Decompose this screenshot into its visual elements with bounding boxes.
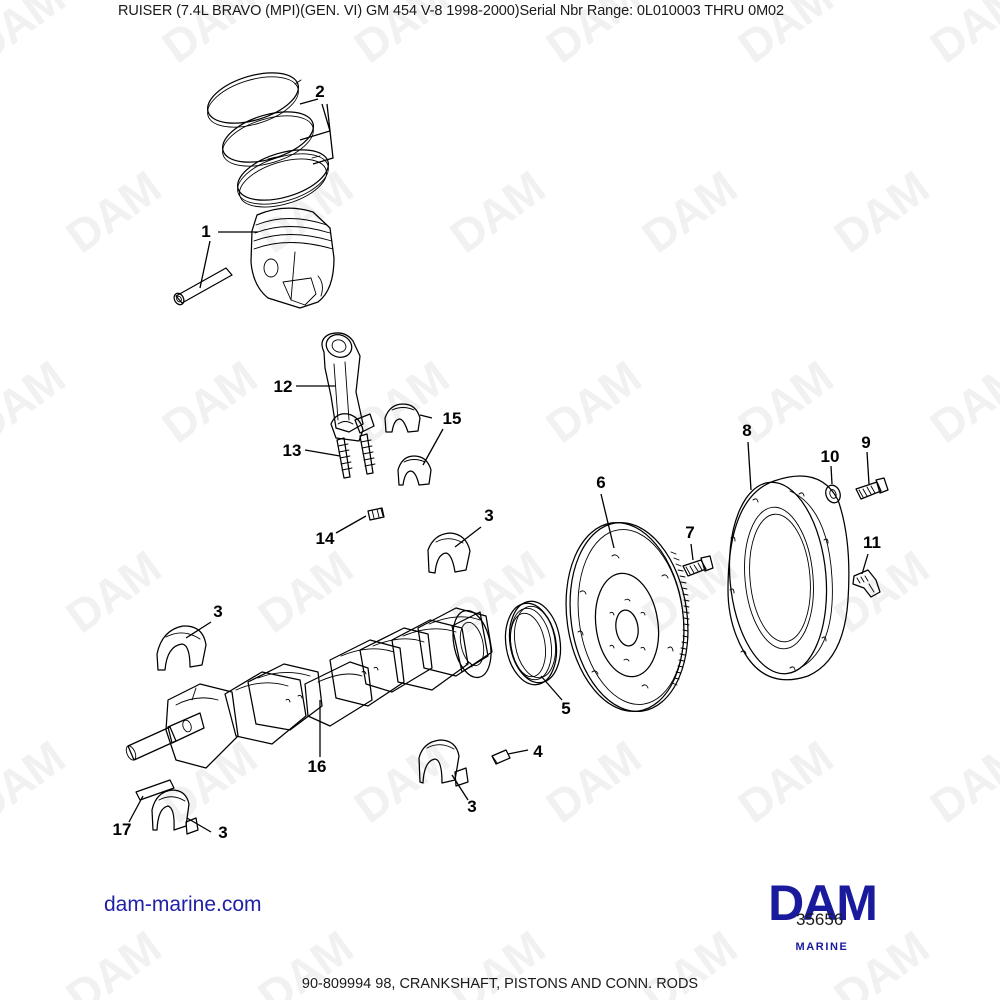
- main-bearing-upper-left: [156, 625, 207, 671]
- logo-subtitle: MARINE: [795, 941, 849, 953]
- callout-13: 13: [283, 441, 302, 460]
- piston-body: [250, 207, 335, 309]
- ring-gear-teeth: [670, 551, 690, 686]
- leader-15a: [419, 414, 433, 419]
- grease-fitting: [852, 569, 881, 598]
- flexplate-holes: [577, 554, 674, 689]
- dam-marine-logo: DAM 35656 MARINE: [742, 875, 902, 953]
- rod-bearing-lower: [397, 455, 432, 486]
- diagram-header-text: RUISER (7.4L BRAVO (MPI)(GEN. VI) GM 454…: [118, 3, 784, 19]
- leader-3-lr: [451, 774, 469, 801]
- leader-7: [690, 543, 694, 561]
- callout-17: 17: [113, 820, 132, 839]
- leader-6: [600, 493, 615, 549]
- leader-13: [304, 449, 341, 457]
- main-bearing-lower-left: [151, 789, 199, 835]
- callout-12: 12: [274, 377, 293, 396]
- callout-4: 4: [533, 742, 543, 761]
- flywheel-flexplate: [565, 521, 690, 713]
- rod-bearing-upper: [384, 403, 421, 433]
- callout-2: 2: [315, 82, 324, 101]
- coupler-bolt: [855, 477, 889, 500]
- piston-ring-middle: [221, 111, 315, 167]
- leader-2c: [312, 103, 334, 165]
- callout-1: 1: [201, 222, 210, 241]
- connecting-rod-bolts: [336, 433, 376, 479]
- connecting-rod-nut: [367, 507, 385, 521]
- logo-wordmark: DAM: [768, 875, 878, 931]
- piston-ring-oil: [236, 149, 330, 208]
- callout-14: 14: [316, 529, 335, 548]
- callout-6: 6: [596, 473, 605, 492]
- leader-10: [830, 465, 833, 485]
- leader-11: [861, 553, 869, 575]
- leader-3-mid: [454, 526, 482, 548]
- callout-3-ul: 3: [213, 602, 222, 621]
- callout-3-mid: 3: [484, 506, 493, 525]
- dowel-pin: [491, 749, 511, 765]
- leader-4: [507, 749, 529, 755]
- leader-2a: [299, 98, 319, 105]
- piston-ring-top: [206, 72, 302, 128]
- rear-main-seal: [504, 600, 562, 686]
- callout-3-lr: 3: [467, 797, 476, 816]
- callout-15: 15: [443, 409, 462, 428]
- connecting-rod: [321, 332, 375, 442]
- leader-1b: [199, 240, 211, 289]
- leader-15b: [422, 428, 444, 466]
- callout-11: 11: [863, 533, 881, 552]
- flywheel-bolt: [682, 555, 714, 577]
- leader-2b: [299, 103, 331, 141]
- leader-3-ll: [186, 817, 212, 833]
- main-bearing-mid: [427, 532, 471, 574]
- crankshaft-key: [135, 779, 175, 801]
- callout-3-ll: 3: [218, 823, 227, 842]
- callout-5: 5: [561, 699, 570, 718]
- leader-5: [540, 675, 563, 701]
- leader-8: [747, 441, 752, 491]
- callout-10: 10: [821, 447, 840, 466]
- callout-8: 8: [742, 421, 751, 440]
- flywheel-bolt-holes: [609, 598, 646, 662]
- leader-9: [866, 451, 870, 485]
- callout-16: 16: [308, 757, 327, 776]
- piston-wrist-pin: [173, 267, 233, 306]
- site-url-text[interactable]: dam-marine.com: [104, 893, 262, 916]
- coupler-washer: [825, 484, 841, 504]
- crankshaft-oil-holes: [285, 666, 379, 703]
- leader-14: [335, 515, 367, 534]
- callout-7: 7: [685, 523, 694, 542]
- logo-overlay-number: 35656: [796, 910, 844, 929]
- callout-9: 9: [861, 433, 870, 452]
- crankshaft: [125, 607, 493, 769]
- diagram-footer-caption: 90-809994 98, CRANKSHAFT, PISTONS AND CO…: [301, 976, 699, 992]
- engine-coupler: [727, 475, 850, 681]
- leader-3-ul: [185, 621, 212, 639]
- coupler-bolt-holes: [729, 492, 829, 671]
- leader-17: [128, 795, 144, 823]
- main-bearing-lower-right: [418, 739, 469, 787]
